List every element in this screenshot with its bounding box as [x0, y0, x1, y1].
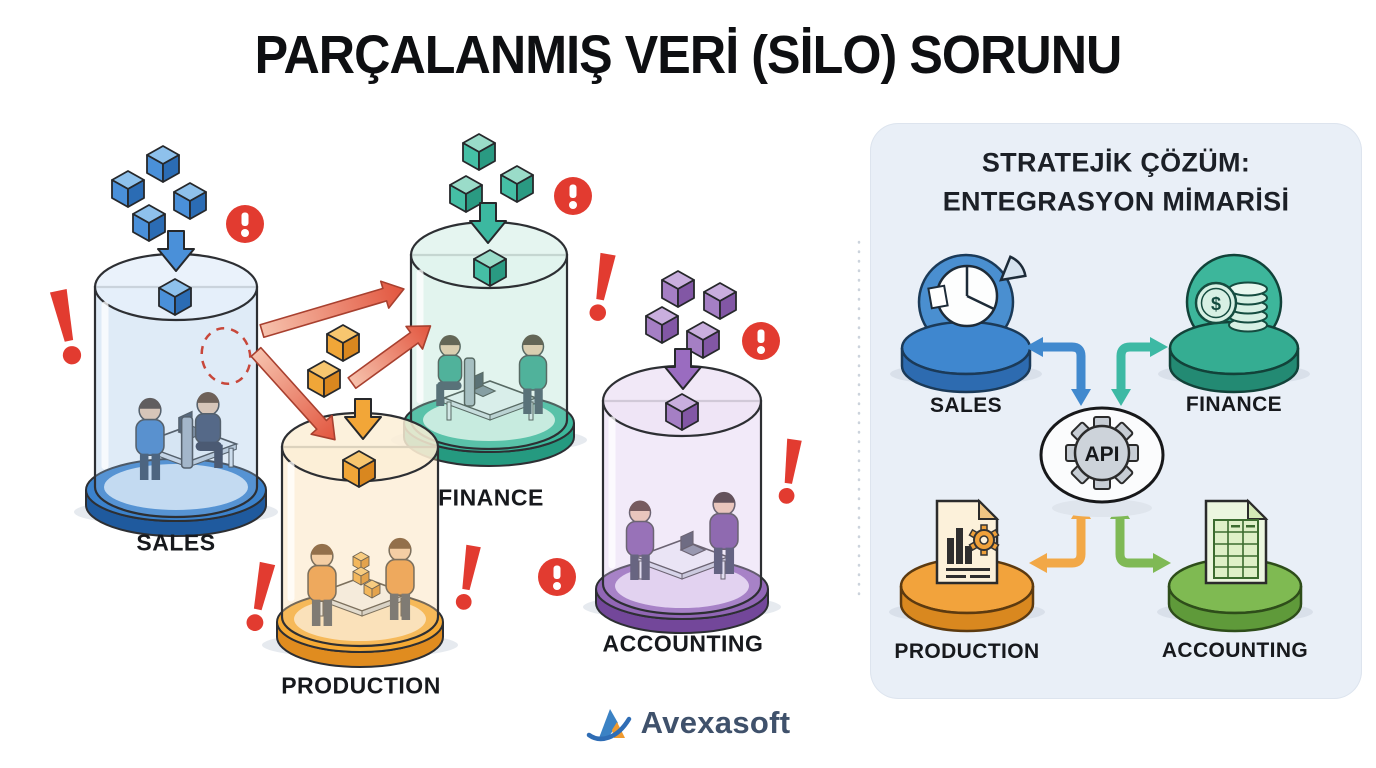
- incoming-data-cubes: [449, 133, 534, 244]
- exclamation-icon: [244, 561, 276, 633]
- accounting-silo: [583, 270, 781, 634]
- exclamation-icon: [777, 438, 803, 505]
- warning-marks: [49, 177, 803, 633]
- warning-badge-icon: [226, 205, 264, 243]
- data-cube-icon: [342, 450, 376, 488]
- solution-sales-label: SALES: [929, 394, 1003, 417]
- sales-silo-label: SALES: [136, 529, 216, 556]
- brand-logo-icon: [586, 709, 631, 741]
- transfer-arrow-icon: [259, 280, 405, 339]
- silo-transfer-arrows: [250, 280, 432, 441]
- feed-arrow-icon: [344, 398, 382, 440]
- brand-logo: Avexasoft: [0, 702, 1376, 744]
- sales-silo: [74, 145, 278, 537]
- solution-production-label: PRODUCTION: [894, 640, 1040, 663]
- incoming-data-cubes: [307, 324, 382, 440]
- feed-arrow-icon: [469, 202, 507, 244]
- solution-finance-label: FINANCE: [1185, 393, 1283, 416]
- exclamation-icon: [454, 544, 482, 611]
- data-cube-icon: [665, 393, 699, 431]
- finance-silo: [391, 133, 587, 467]
- data-cube-icon: [158, 278, 192, 316]
- transfer-arrow-icon: [347, 325, 432, 390]
- dashed-leak-circle: [200, 326, 252, 386]
- feed-arrow-icon: [157, 230, 195, 272]
- feed-arrow-icon: [664, 348, 702, 390]
- warning-badge-icon: [538, 558, 576, 596]
- solution-panel-title-line1: STRATEJİK ÇÖZÜM:: [981, 147, 1251, 178]
- solution-panel-title-line2: ENTEGRASYON MİMARİSİ: [942, 186, 1290, 217]
- exclamation-icon: [588, 252, 617, 323]
- production-silo: [262, 324, 458, 668]
- brand-name: Avexasoft: [640, 705, 791, 740]
- finance-silo-label: FINANCE: [438, 484, 544, 511]
- production-silo-label: PRODUCTION: [281, 672, 441, 699]
- incoming-data-cubes: [111, 145, 207, 272]
- solution-accounting-label: ACCOUNTING: [1161, 639, 1309, 662]
- accounting-silo-label: ACCOUNTING: [602, 630, 764, 657]
- incoming-data-cubes: [645, 270, 737, 390]
- exclamation-icon: [49, 288, 83, 367]
- warning-badge-icon: [742, 322, 780, 360]
- warning-badge-icon: [554, 177, 592, 215]
- data-cube-icon: [473, 249, 507, 287]
- transfer-arrow-icon: [250, 346, 336, 441]
- page-title: PARÇALANMIŞ VERİ (SİLO) SORUNU: [254, 25, 1123, 85]
